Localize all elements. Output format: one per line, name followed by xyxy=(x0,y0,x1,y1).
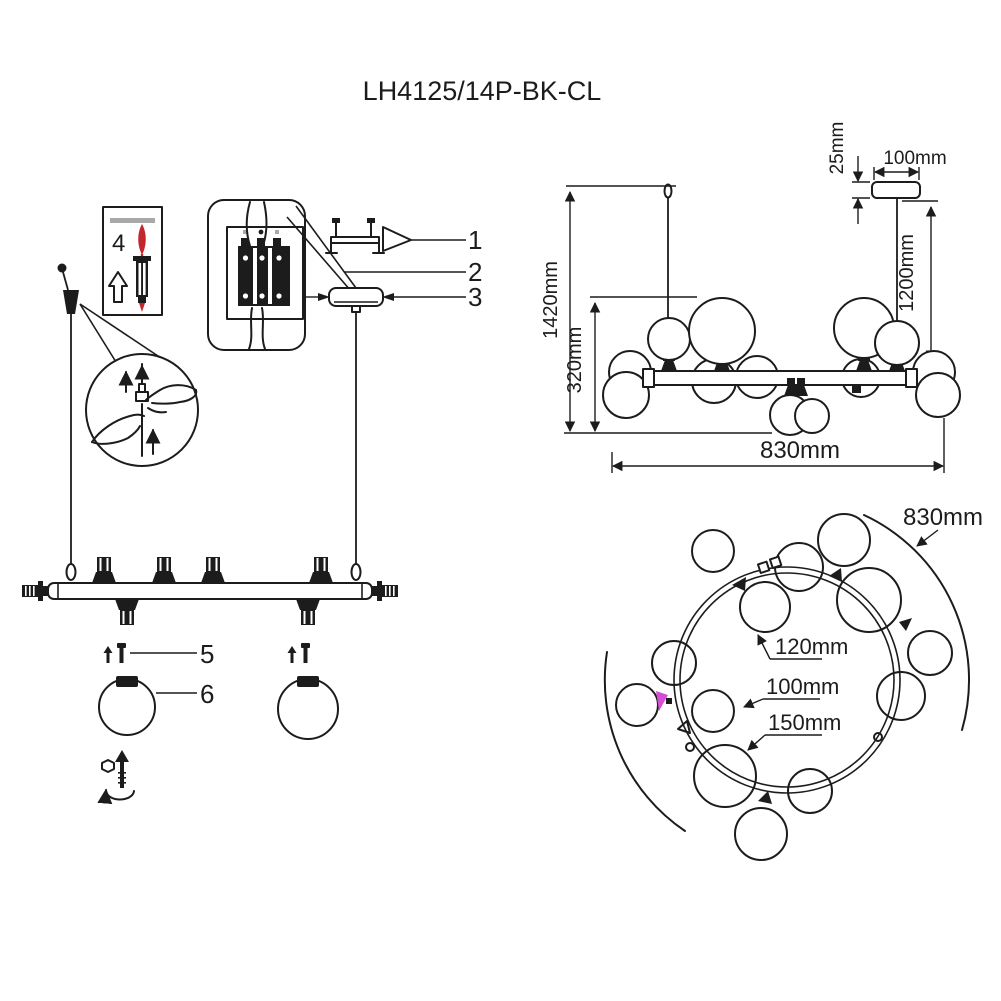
part-label-6: 6 xyxy=(200,679,214,709)
dim-globe-large: 150mm xyxy=(768,710,841,735)
model-number: LH4125/14P-BK-CL xyxy=(363,76,602,106)
installation-steps: 4 xyxy=(22,199,482,805)
lamp-sockets-bottom xyxy=(115,599,320,625)
fixture-bar xyxy=(22,557,398,625)
expansion-anchor-icon xyxy=(133,256,151,303)
part-label-4: 4 xyxy=(112,230,125,257)
threaded-end-right xyxy=(372,581,398,601)
side-view-bar xyxy=(653,370,907,386)
hands-icon xyxy=(91,384,198,445)
bulb-pin-parts xyxy=(103,643,310,663)
highlighted-clamp xyxy=(656,691,668,711)
dim-globe-small: 100mm xyxy=(766,674,839,699)
ring-clamps xyxy=(656,555,912,804)
dim-canopy-width: 100mm xyxy=(883,148,946,169)
bracket-callout-arrow xyxy=(382,226,412,252)
outer-diameter-arc-right xyxy=(863,514,970,731)
dim-rod-length: 1200mm xyxy=(896,234,918,312)
part-label-3: 3 xyxy=(468,282,482,312)
glass-globe-parts xyxy=(98,676,339,740)
dim-diameter: 830mm xyxy=(903,504,983,531)
top-view-labels: 830mm 120mm 100mm 150mm xyxy=(743,504,983,751)
top-view-globes xyxy=(615,513,953,861)
part-label-5: 5 xyxy=(200,639,214,669)
outer-diameter-arc-left xyxy=(603,651,686,832)
mounting-bracket xyxy=(325,218,466,254)
ring-outer xyxy=(673,566,901,794)
canopy xyxy=(306,287,466,313)
lamp-sockets-top xyxy=(92,557,333,583)
ceiling-hatch xyxy=(110,218,155,223)
wiring-box xyxy=(207,199,357,351)
push-up-arrow-icon xyxy=(108,271,128,303)
threaded-end-left xyxy=(22,581,48,601)
top-view: 830mm 120mm 100mm 150mm xyxy=(603,504,983,861)
dim-body-height: 320mm xyxy=(564,327,586,394)
side-view: 1420mm 320mm 830mm 100mm 25mm 1200mm xyxy=(540,122,961,473)
dim-globe-medium: 120mm xyxy=(775,634,848,659)
dim-width: 830mm xyxy=(760,437,840,464)
part-label-2: 2 xyxy=(468,257,482,287)
ring-inner xyxy=(679,572,895,788)
dim-canopy-thickness: 25mm xyxy=(827,122,848,175)
side-view-globes-upper xyxy=(647,297,920,366)
dim-total-height: 1420mm xyxy=(540,261,562,339)
supply-wires xyxy=(245,201,268,350)
terminal-block-icon xyxy=(238,229,290,306)
part-label-1: 1 xyxy=(468,225,482,255)
height-adjust-detail-circle xyxy=(85,353,199,467)
anchor-detail-box: 4 xyxy=(102,206,163,316)
screw-rotate-icon xyxy=(97,750,135,805)
